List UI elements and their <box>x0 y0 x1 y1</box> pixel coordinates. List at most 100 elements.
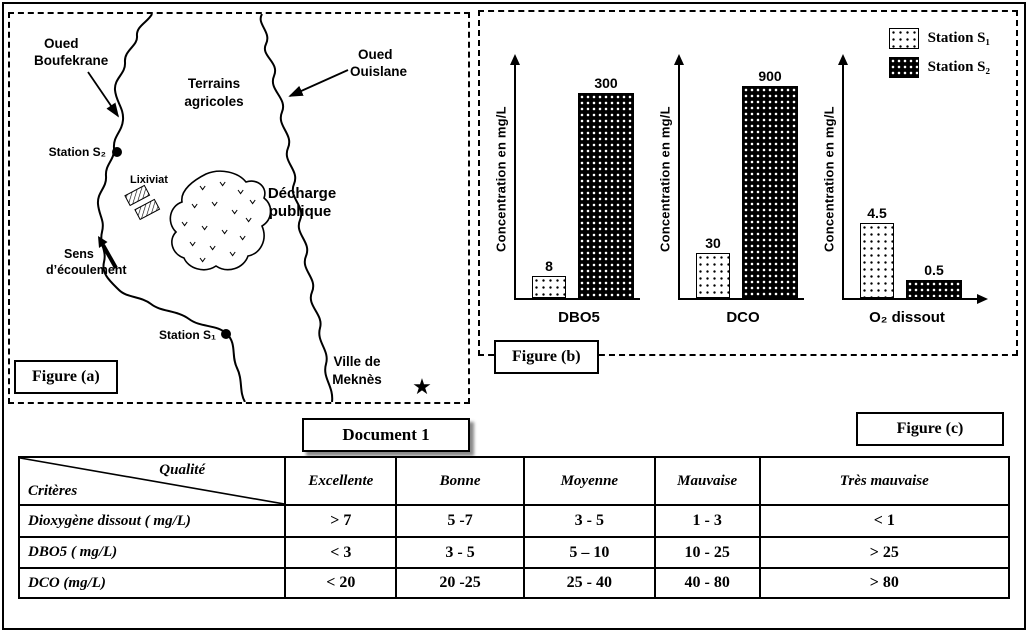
table-row-dbo5: DBO5 ( mg/L) < 3 3 - 5 5 – 10 10 - 25 > … <box>17 536 1011 569</box>
terrains-agricoles-label: agricoles <box>184 94 243 109</box>
column-header: Moyenne <box>522 456 656 506</box>
sens-ecoulement-label: d’écoulement <box>46 263 127 277</box>
bar-station-s2: 0.5 <box>906 262 962 298</box>
y-axis-label: Concentration en mg/L <box>657 106 673 252</box>
decharge-publique-label: publique <box>269 203 332 220</box>
x-axis-label: DCO <box>726 309 760 326</box>
x-axis <box>514 298 640 300</box>
table-cell: > 25 <box>758 536 1011 569</box>
chart-o2-dissout: Concentration en mg/L 4.5 0.5 O <box>816 54 988 326</box>
station-s1-swatch-icon <box>888 28 919 49</box>
figure-a-panel: Oued Boufekrane Terrains agricoles Oued … <box>8 12 470 404</box>
bar <box>906 280 962 298</box>
ville-meknes-label: Meknès <box>332 372 382 387</box>
legend-item-station-s2: Station S₂ <box>888 57 990 78</box>
column-header: Mauvaise <box>653 456 761 506</box>
bar-station-s1: 30 <box>696 235 730 298</box>
bar-value: 8 <box>545 258 553 274</box>
bar-value: 4.5 <box>867 205 887 221</box>
ville-meknes-label: Ville de <box>333 354 381 369</box>
figure-a-caption: Figure (a) <box>14 360 118 394</box>
table-corner-cell: Qualité Critères <box>17 456 287 506</box>
figure-b-caption: Figure (b) <box>494 340 599 374</box>
oued-ouislane-label: Oued <box>358 47 393 62</box>
oued-boufekrane-label: Boufekrane <box>34 53 109 68</box>
table-cell: 5 -7 <box>395 504 525 538</box>
figure-c-caption: Figure (c) <box>856 412 1004 446</box>
bar <box>578 93 634 298</box>
ouislane-pointer-arrow <box>288 69 349 97</box>
river-oued-boufekrane <box>96 14 246 402</box>
chart-legend: Station S₁ Station S₂ <box>888 28 990 78</box>
figure-b-panel: Station S₁ Station S₂ Concentration en m… <box>478 10 1018 374</box>
oued-boufekrane-label: Oued <box>44 36 79 51</box>
bar-station-s1: 8 <box>532 258 566 298</box>
station-s1-label: Station S₁ <box>159 328 216 342</box>
row-criterion: Dioxygène dissout ( mg/L) <box>17 504 287 538</box>
y-axis-label: Concentration en mg/L <box>493 106 509 252</box>
terrains-agricoles-label: Terrains <box>188 76 240 91</box>
decharge-publique-label: Décharge <box>268 185 336 202</box>
table-cell: 20 -25 <box>395 567 525 599</box>
plot-area: 4.5 0.5 <box>838 54 988 304</box>
table-cell: 25 - 40 <box>522 567 656 599</box>
corner-label-criteres: Critères <box>28 483 78 499</box>
landfill-area <box>169 170 272 271</box>
table-row-dco: DCO (mg/L) < 20 20 -25 25 - 40 40 - 80 >… <box>17 567 1011 599</box>
bar-station-s2: 300 <box>578 75 634 298</box>
x-axis <box>842 298 978 300</box>
bar-station-s1: 4.5 <box>860 205 894 298</box>
column-header: Bonne <box>395 456 525 506</box>
chart-dbo5: Concentration en mg/L 8 300 DBO5 <box>488 54 648 326</box>
table-cell: < 3 <box>284 536 398 569</box>
document-1-caption: Document 1 <box>302 418 470 452</box>
y-axis-label: Concentration en mg/L <box>821 106 837 252</box>
river-oued-ouislane <box>259 14 334 402</box>
lixiviat-pond <box>134 198 161 221</box>
station-s2-swatch-icon <box>888 57 919 78</box>
y-axis-arrow-icon <box>838 54 848 65</box>
legend-label: Station S₂ <box>927 59 990 75</box>
x-axis-label: O₂ dissout <box>869 309 945 326</box>
y-axis <box>514 63 516 300</box>
bar-value: 300 <box>594 75 618 91</box>
oued-ouislane-label: Ouislane <box>350 64 408 79</box>
lixiviat-pond <box>124 184 151 207</box>
station-s2-dot <box>112 147 122 157</box>
table-cell: 1 - 3 <box>653 504 761 538</box>
diagonal-divider <box>20 458 285 504</box>
x-axis-label: DBO5 <box>558 309 600 326</box>
bar-value: 900 <box>758 68 782 84</box>
lixiviat-label: Lixiviat <box>130 174 168 186</box>
table-cell: > 80 <box>758 567 1011 599</box>
y-axis <box>842 63 844 300</box>
chart-dco: Concentration en mg/L 30 900 DCO <box>652 54 812 326</box>
table-row-dioxygene: Dioxygène dissout ( mg/L) > 7 5 -7 3 - 5… <box>17 504 1011 538</box>
station-s2-label: Station S₂ <box>49 145 106 159</box>
table-cell: > 7 <box>284 504 398 538</box>
table-header-row: Qualité Critères Excellente Bonne Moyenn… <box>17 456 1011 506</box>
boufekrane-pointer-arrow <box>87 71 120 118</box>
sens-ecoulement-label: Sens <box>64 247 94 261</box>
legend-item-station-s1: Station S₁ <box>888 28 990 49</box>
bar <box>742 86 798 298</box>
row-criterion: DCO (mg/L) <box>17 567 287 599</box>
plot-area: 30 900 <box>674 54 808 300</box>
bar-station-s2: 900 <box>742 68 798 298</box>
bar-value: 0.5 <box>924 262 944 278</box>
x-axis <box>678 298 804 300</box>
bar <box>696 253 730 298</box>
bar <box>860 223 894 298</box>
table-cell: < 1 <box>758 504 1011 538</box>
row-criterion: DBO5 ( mg/L) <box>17 536 287 569</box>
corner-label-qualite: Qualité <box>159 462 206 478</box>
x-axis-arrow-icon <box>977 294 988 304</box>
column-header: Excellente <box>284 456 398 506</box>
y-axis <box>678 63 680 300</box>
meknes-map: Oued Boufekrane Terrains agricoles Oued … <box>34 14 432 402</box>
y-axis-arrow-icon <box>510 54 520 65</box>
table-cell: 3 - 5 <box>395 536 525 569</box>
table-cell: 3 - 5 <box>522 504 656 538</box>
water-quality-criteria-table: Qualité Critères Excellente Bonne Moyenn… <box>17 456 1011 599</box>
